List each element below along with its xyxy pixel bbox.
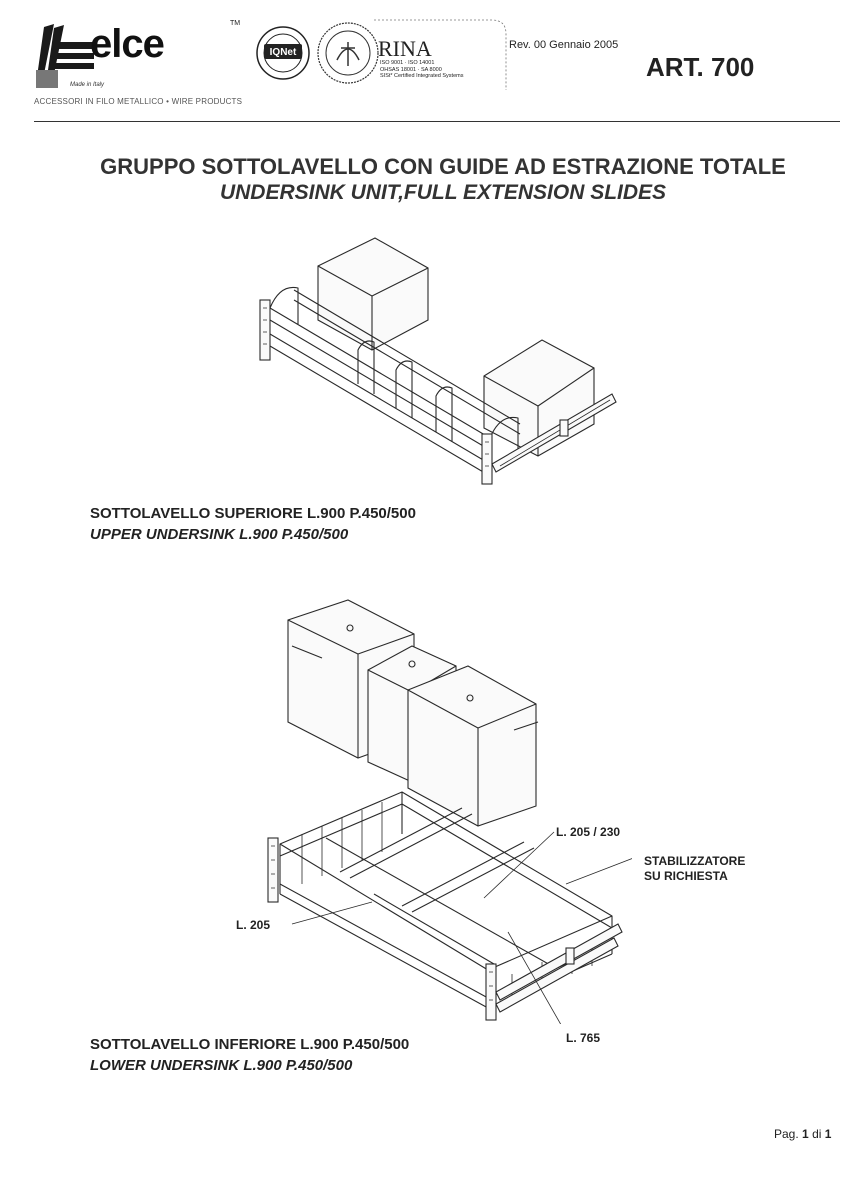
callout-bin-width: L. 205 / 230: [556, 825, 621, 839]
rina-frame: [374, 19, 507, 90]
rina-seal-icon: [317, 22, 379, 84]
brand-wordmark: elce: [90, 22, 165, 66]
upper-undersink-drawing: [259, 237, 617, 485]
iqnet-badge-icon: IQNet: [256, 26, 310, 80]
rina-label: RINA: [378, 36, 432, 61]
callout-stabilizer-1: STABILIZZATORE: [644, 854, 746, 868]
lower-caption-italian: SOTTOLAVELLO INFERIORE L.900 P.450/500: [90, 1036, 410, 1053]
page-prefix: Pag.: [774, 1127, 799, 1141]
trademark: TM: [230, 20, 241, 27]
callout-side-width: L. 205: [236, 918, 271, 932]
page-title-english: UNDERSINK UNIT,FULL EXTENSION SLIDES: [219, 181, 667, 204]
page-title-italian: GRUPPO SOTTOLAVELLO CON GUIDE AD ESTRAZI…: [100, 154, 786, 179]
rina-cert-line3: SISt* Certified Integrated Systems: [380, 73, 464, 79]
page-total: 1: [824, 1127, 832, 1141]
upper-caption-english: UPPER UNDERSINK L.900 P.450/500: [90, 526, 349, 543]
iqnet-badge-label: IQNet: [270, 47, 297, 58]
revision-date: Rev. 00 Gennaio 2005: [509, 39, 619, 51]
lower-caption-english: LOWER UNDERSINK L.900 P.450/500: [90, 1057, 353, 1074]
page-current: 1: [802, 1127, 809, 1141]
article-number: ART. 700: [646, 52, 755, 82]
page-separator: di: [812, 1127, 822, 1141]
callout-length: L. 765: [566, 1031, 601, 1045]
header-divider: [34, 121, 840, 122]
callout-stabilizer-2: SU RICHIESTA: [644, 869, 728, 883]
rina-cert-line2: OHSAS 18001 · SA 8000: [380, 66, 442, 73]
upper-caption-italian: SOTTOLAVELLO SUPERIORE L.900 P.450/500: [90, 505, 416, 522]
lower-undersink-drawing: [267, 599, 632, 1024]
page-number: Pag. 1 di 1: [774, 1127, 831, 1141]
made-in-italy: Made in Italy: [70, 82, 105, 88]
elce-logo-mark: [36, 24, 94, 88]
rina-certifications: ISO 9001 · ISO 14001 OHSAS 18001 · SA 80…: [380, 60, 510, 80]
company-tagline: ACCESSORI IN FILO METALLICO • WIRE PRODU…: [34, 97, 243, 106]
rina-cert-line1: ISO 9001 · ISO 14001: [380, 60, 435, 66]
